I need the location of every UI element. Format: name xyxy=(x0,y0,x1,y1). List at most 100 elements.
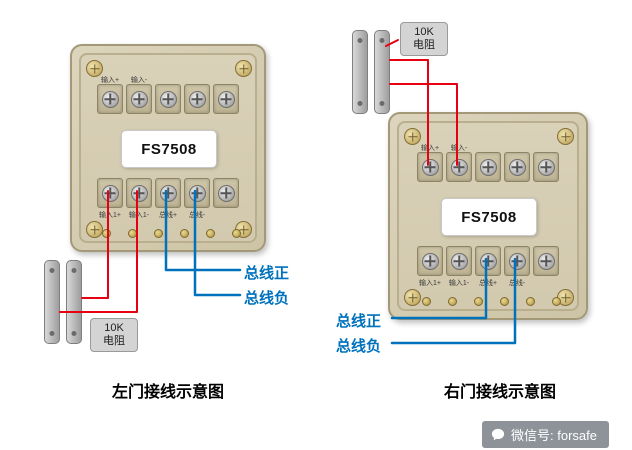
terminal-label: 总线- xyxy=(508,280,526,287)
mini-screw-icon xyxy=(180,229,189,238)
right-caption: 右门接线示意图 xyxy=(443,384,556,401)
terminal xyxy=(213,178,239,208)
mini-screw-icon xyxy=(552,297,561,306)
corner-screw-icon xyxy=(86,60,103,77)
right-top-terminal-strip xyxy=(417,152,559,182)
terminal-screw-icon xyxy=(188,90,206,108)
terminal-screw-icon xyxy=(217,90,235,108)
watermark-text: 微信号: forsafe xyxy=(511,428,597,443)
left-resistor-label: 10K 电阻 xyxy=(90,318,138,352)
mini-screw-icon xyxy=(500,297,509,306)
right-bus-negative-label: 总线负 xyxy=(336,338,382,355)
terminal xyxy=(417,152,443,182)
terminal xyxy=(126,84,152,114)
corner-screw-icon xyxy=(557,128,574,145)
terminal-label: 总线+ xyxy=(478,280,498,287)
mini-screw-icon xyxy=(422,297,431,306)
model-label-plate: FS7508 xyxy=(441,198,537,236)
mini-screw-icon xyxy=(128,229,137,238)
corner-screw-icon xyxy=(404,289,421,306)
resistor-unit: 电阻 xyxy=(103,335,125,347)
terminal-label: 输入1+ xyxy=(419,280,441,287)
left-bus-positive-label: 总线正 xyxy=(244,265,290,282)
corner-screw-icon xyxy=(235,60,252,77)
screw-hole-icon xyxy=(357,38,363,43)
left-bus-negative-label: 总线负 xyxy=(244,290,290,307)
wechat-icon xyxy=(491,428,505,442)
left-bottom-terminal-strip xyxy=(97,178,239,208)
terminal xyxy=(533,152,559,182)
terminal xyxy=(504,152,530,182)
watermark-badge: 微信号: forsafe xyxy=(482,421,609,448)
terminal-label: 输入+ xyxy=(100,77,120,84)
terminal xyxy=(213,84,239,114)
left-bottom-terminal-labels: 输入1+ 输入1- 总线+ 总线- xyxy=(97,210,210,220)
mini-screw-icon xyxy=(154,229,163,238)
terminal xyxy=(417,246,443,276)
right-door-switch-bar xyxy=(374,30,390,114)
terminal-label: 总线- xyxy=(188,212,206,219)
right-door-switch-bar xyxy=(352,30,368,114)
mini-screw-row xyxy=(102,229,241,238)
mini-screw-icon xyxy=(448,297,457,306)
terminal-screw-icon xyxy=(508,158,526,176)
screw-hole-icon xyxy=(49,331,55,336)
terminal-screw-icon xyxy=(450,252,468,270)
left-top-terminal-labels: 输入+ 输入- xyxy=(97,75,152,85)
screw-hole-icon xyxy=(71,268,77,273)
right-bottom-terminal-strip xyxy=(417,246,559,276)
terminal xyxy=(97,178,123,208)
right-bottom-terminal-labels: 输入1+ 输入1- 总线+ 总线- xyxy=(417,278,530,288)
terminal xyxy=(504,246,530,276)
terminal xyxy=(155,178,181,208)
left-door-switch-bar xyxy=(66,260,82,344)
terminal-label: 输入1+ xyxy=(99,212,121,219)
mini-screw-icon xyxy=(526,297,535,306)
right-module: 输入+ 输入- FS7508 输入1+ 输入1- 总线+ 总线- xyxy=(388,112,588,320)
model-label-plate: FS7508 xyxy=(121,130,217,168)
terminal xyxy=(475,152,501,182)
resistor-value: 10K xyxy=(104,321,124,334)
terminal xyxy=(446,246,472,276)
left-top-terminal-strip xyxy=(97,84,239,114)
terminal xyxy=(184,84,210,114)
terminal-screw-icon xyxy=(421,252,439,270)
screw-hole-icon xyxy=(71,331,77,336)
left-door-switch-bar xyxy=(44,260,60,344)
screw-hole-icon xyxy=(357,101,363,106)
terminal-screw-icon xyxy=(421,158,439,176)
right-bus-positive-label: 总线正 xyxy=(336,313,382,330)
terminal-screw-icon xyxy=(217,184,235,202)
mini-screw-row xyxy=(422,297,561,306)
screw-hole-icon xyxy=(379,38,385,43)
terminal-screw-icon xyxy=(450,158,468,176)
screw-hole-icon xyxy=(49,268,55,273)
terminal xyxy=(184,178,210,208)
terminal-label: 总线+ xyxy=(158,212,178,219)
terminal-screw-icon xyxy=(159,90,177,108)
mini-screw-icon xyxy=(474,297,483,306)
terminal-label: 输入- xyxy=(130,77,148,84)
right-resistor-label: 10K 电阻 xyxy=(400,22,448,56)
terminal-screw-icon xyxy=(101,184,119,202)
terminal xyxy=(126,178,152,208)
terminal-screw-icon xyxy=(537,252,555,270)
terminal-screw-icon xyxy=(188,184,206,202)
terminal-screw-icon xyxy=(508,252,526,270)
mini-screw-icon xyxy=(102,229,111,238)
terminal-label: 输入1- xyxy=(128,212,150,219)
terminal xyxy=(155,84,181,114)
resistor-unit: 电阻 xyxy=(413,39,435,51)
mini-screw-icon xyxy=(206,229,215,238)
terminal-screw-icon xyxy=(479,252,497,270)
left-module: 输入+ 输入- FS7508 输入1+ 输入1- 总线+ 总线- xyxy=(70,44,266,252)
terminal-screw-icon xyxy=(130,90,148,108)
mini-screw-icon xyxy=(232,229,241,238)
terminal xyxy=(533,246,559,276)
terminal xyxy=(97,84,123,114)
terminal-screw-icon xyxy=(537,158,555,176)
terminal-label: 输入1- xyxy=(448,280,470,287)
corner-screw-icon xyxy=(86,221,103,238)
terminal xyxy=(446,152,472,182)
